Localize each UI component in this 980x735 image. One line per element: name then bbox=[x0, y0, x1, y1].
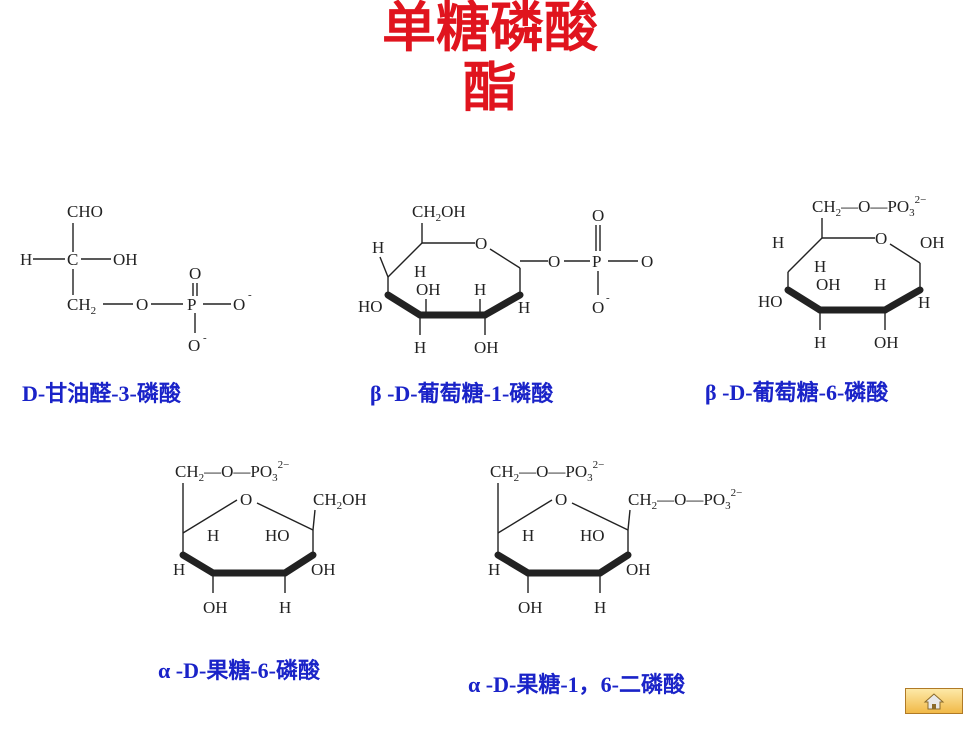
svg-text:H: H bbox=[918, 293, 930, 312]
svg-text:-: - bbox=[248, 289, 252, 301]
svg-text:CH2—O—PO32−: CH2—O—PO32− bbox=[812, 194, 926, 219]
svg-text:O: O bbox=[548, 252, 560, 271]
slide-title-line-2: 酯 bbox=[463, 56, 517, 119]
caption-fructose-6-phosphate: α -D-果糖-6-磷酸 bbox=[158, 658, 320, 683]
svg-text:C: C bbox=[67, 250, 78, 269]
structure-fructose-1-6-bisphosphate: CH2—O—PO32− O CH2—O—PO32− H H HO OH OH H bbox=[480, 455, 780, 630]
svg-text:OH: OH bbox=[311, 560, 336, 579]
svg-text:O: O bbox=[875, 229, 887, 248]
svg-text:OH: OH bbox=[920, 233, 945, 252]
svg-text:P: P bbox=[187, 295, 196, 314]
svg-text:O: O bbox=[641, 252, 653, 271]
svg-text:H: H bbox=[279, 598, 291, 617]
slide-title-line-1: 单糖磷酸 bbox=[382, 0, 598, 59]
svg-text:P: P bbox=[592, 252, 601, 271]
structure-fructose-6-phosphate: CH2—O—PO32− O CH2OH H H HO OH OH H bbox=[165, 455, 405, 630]
caption-glyceraldehyde-3-phosphate: D-甘油醛-3-磷酸 bbox=[22, 381, 181, 406]
svg-text:-: - bbox=[606, 292, 610, 304]
svg-text:O: O bbox=[136, 295, 148, 314]
svg-text:HO: HO bbox=[580, 526, 605, 545]
caption-glucose-1-phosphate: β -D-葡萄糖-1-磷酸 bbox=[370, 381, 554, 406]
svg-text:CH2—O—PO32−: CH2—O—PO32− bbox=[490, 459, 604, 484]
svg-text:H: H bbox=[207, 526, 219, 545]
svg-text:OH: OH bbox=[816, 275, 841, 294]
svg-text:H: H bbox=[372, 238, 384, 257]
structure-glucose-6-phosphate: CH2—O—PO32− O OH H H HO OH H H H OH bbox=[750, 190, 970, 370]
svg-text:OH: OH bbox=[474, 338, 499, 357]
svg-text:OH: OH bbox=[416, 280, 441, 299]
svg-text:O: O bbox=[189, 264, 201, 283]
svg-text:OH: OH bbox=[626, 560, 651, 579]
svg-text:HO: HO bbox=[758, 292, 783, 311]
svg-text:HO: HO bbox=[265, 526, 290, 545]
svg-text:CH2: CH2 bbox=[67, 295, 96, 317]
svg-text:H: H bbox=[874, 275, 886, 294]
svg-text:OH: OH bbox=[518, 598, 543, 617]
svg-text:OH: OH bbox=[203, 598, 228, 617]
svg-text:H: H bbox=[594, 598, 606, 617]
svg-text:H: H bbox=[474, 280, 486, 299]
svg-text:H: H bbox=[518, 298, 530, 317]
svg-text:O: O bbox=[188, 336, 200, 355]
svg-text:CH2—O—PO32−: CH2—O—PO32− bbox=[628, 487, 742, 512]
home-icon bbox=[923, 693, 945, 710]
svg-text:OH: OH bbox=[113, 250, 138, 269]
svg-text:O: O bbox=[592, 298, 604, 317]
caption-glucose-6-phosphate: β -D-葡萄糖-6-磷酸 bbox=[705, 380, 889, 405]
svg-text:CHO: CHO bbox=[67, 202, 103, 221]
svg-text:O: O bbox=[555, 490, 567, 509]
svg-text:H: H bbox=[814, 257, 826, 276]
svg-text:H: H bbox=[814, 333, 826, 352]
svg-text:OH: OH bbox=[874, 333, 899, 352]
svg-text:H: H bbox=[20, 250, 32, 269]
svg-text:CH2OH: CH2OH bbox=[313, 490, 367, 512]
home-button[interactable] bbox=[905, 688, 963, 714]
svg-text:H: H bbox=[488, 560, 500, 579]
svg-text:-: - bbox=[203, 332, 207, 344]
svg-text:O: O bbox=[592, 206, 604, 225]
svg-text:H: H bbox=[772, 233, 784, 252]
svg-text:O: O bbox=[233, 295, 245, 314]
svg-text:H: H bbox=[414, 262, 426, 281]
structure-glyceraldehyde-3-phosphate: CHO H C OH CH2 O O P O - O - bbox=[15, 195, 275, 375]
caption-fructose-1-6-bisphosphate: α -D-果糖-1，6-二磷酸 bbox=[468, 672, 685, 697]
structure-glucose-1-phosphate: CH2OH O H H HO OH H H H OH O O P O O - bbox=[350, 195, 680, 375]
svg-text:O: O bbox=[475, 234, 487, 253]
svg-text:H: H bbox=[414, 338, 426, 357]
svg-text:HO: HO bbox=[358, 297, 383, 316]
svg-text:H: H bbox=[522, 526, 534, 545]
svg-text:CH2—O—PO32−: CH2—O—PO32− bbox=[175, 459, 289, 484]
svg-text:CH2OH: CH2OH bbox=[412, 202, 466, 224]
svg-text:O: O bbox=[240, 490, 252, 509]
svg-text:H: H bbox=[173, 560, 185, 579]
